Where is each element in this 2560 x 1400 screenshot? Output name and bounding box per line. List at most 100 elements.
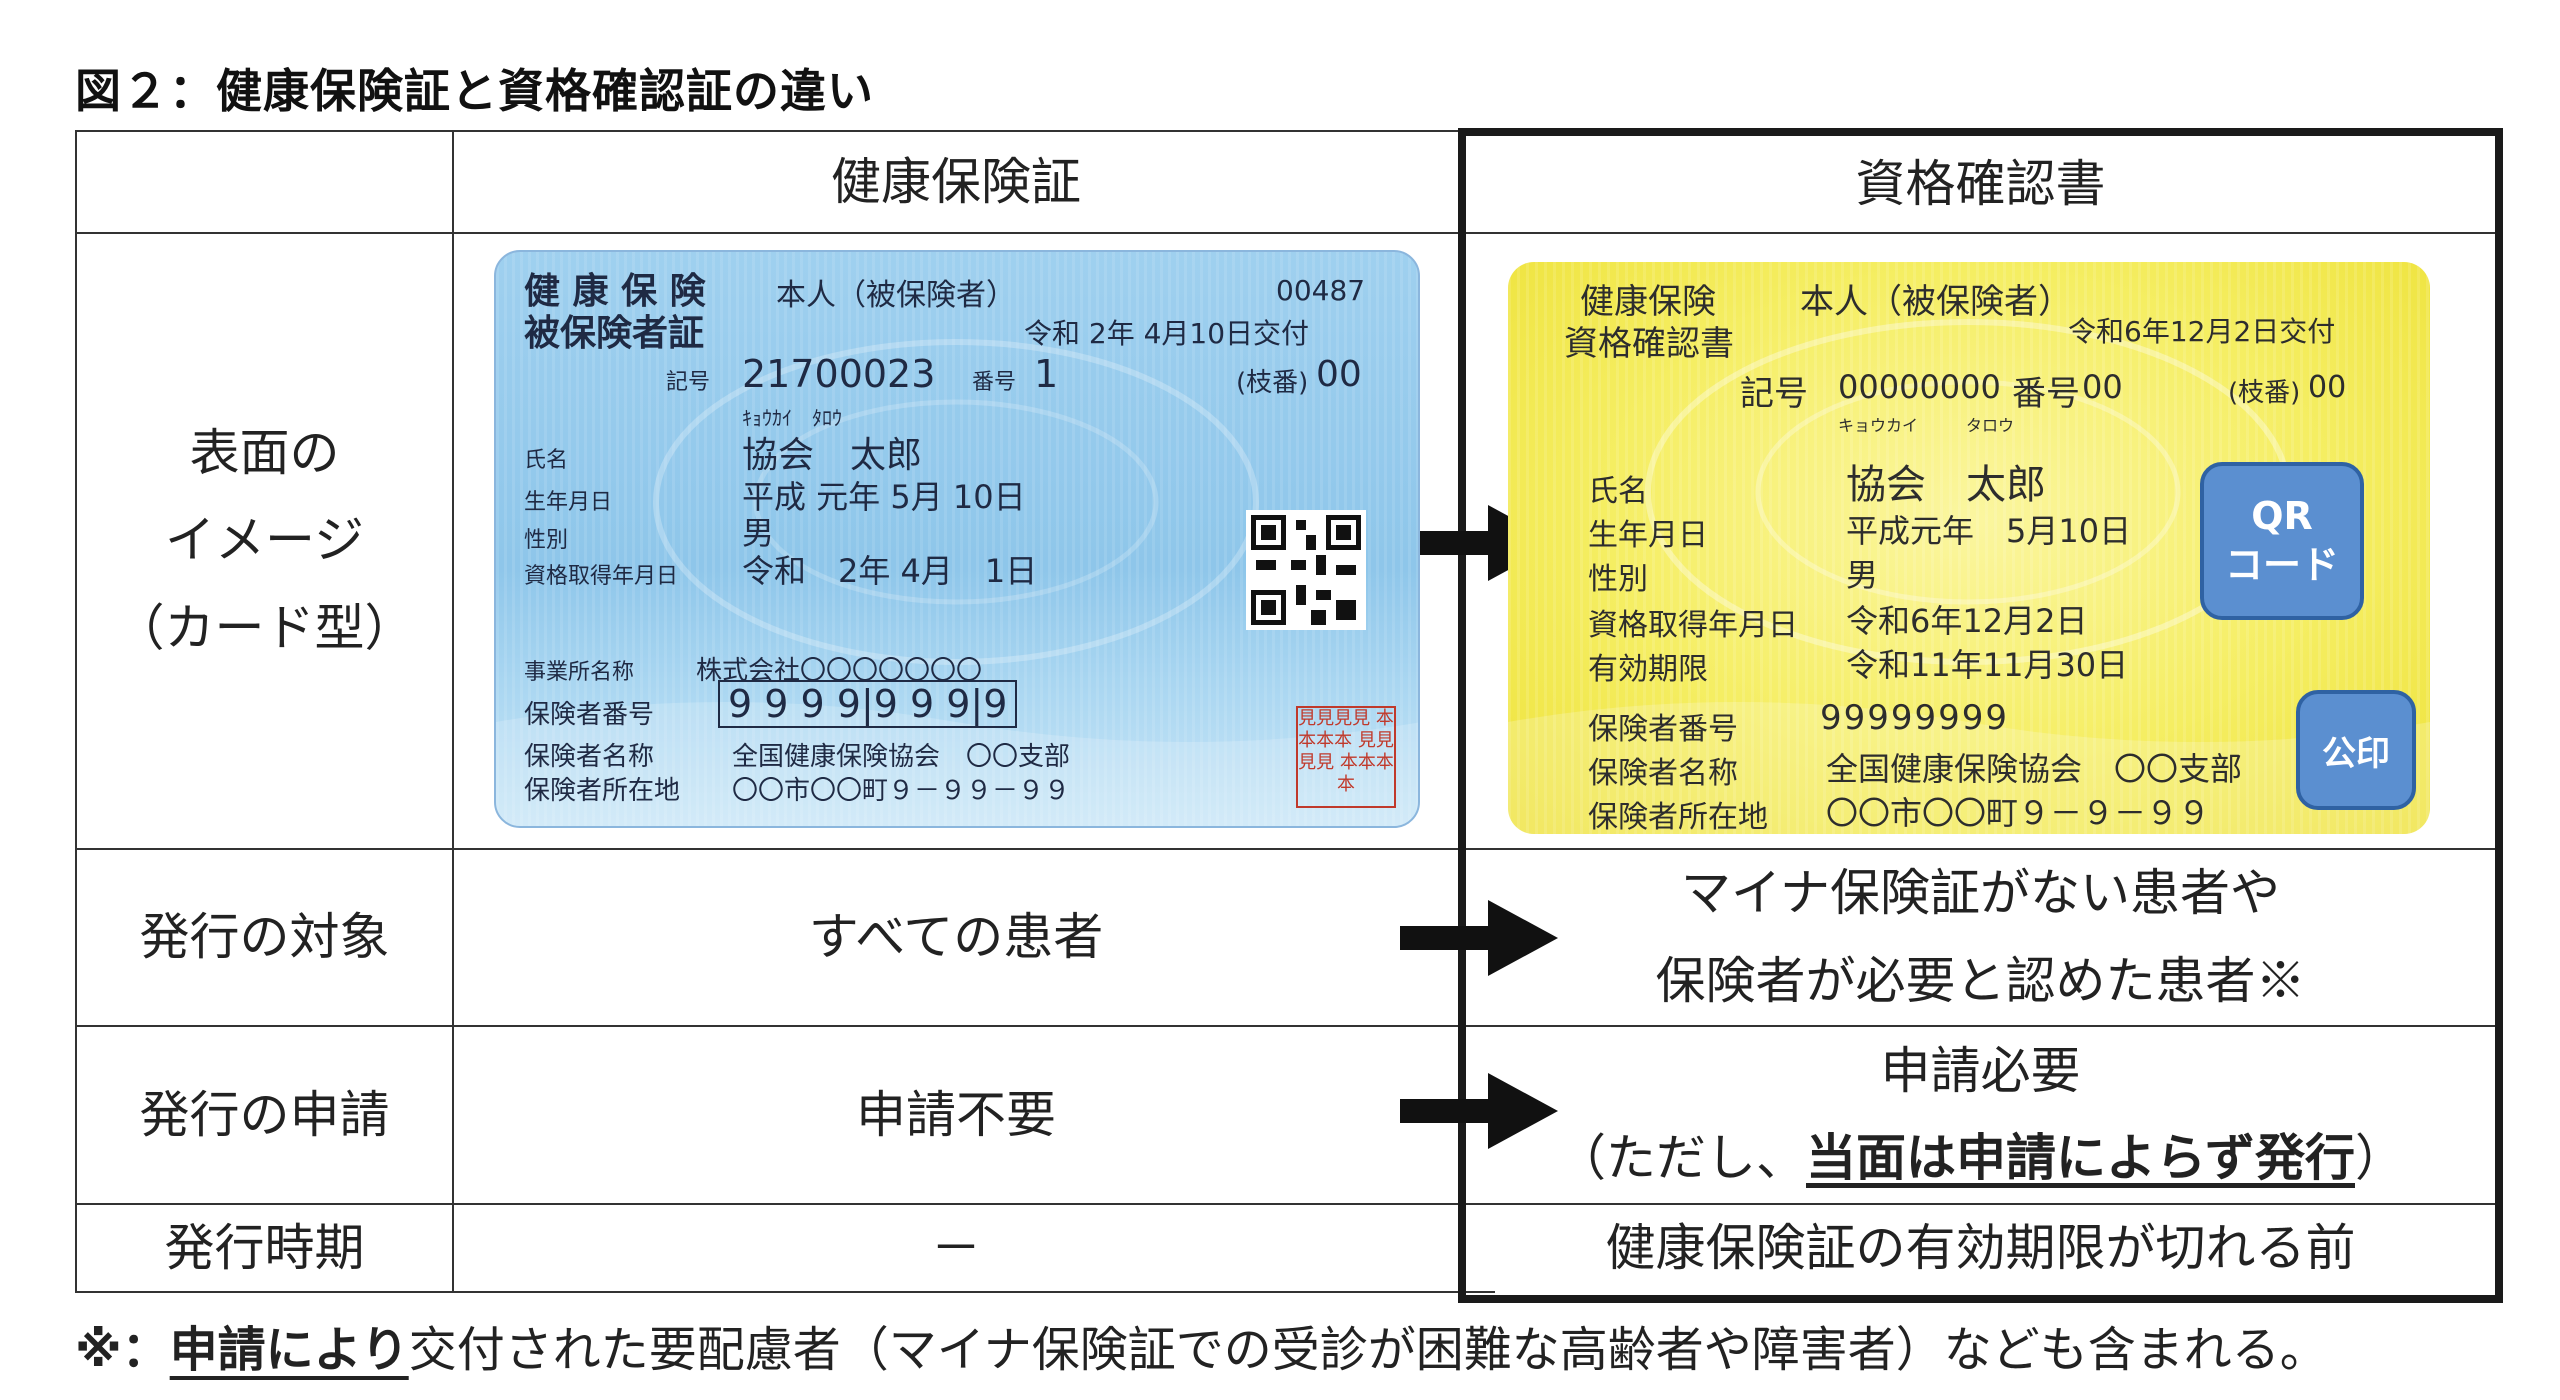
yellow-card-name: 協会 太郎 [1846, 462, 2046, 508]
blue-card-insurer-no: 9 9 9 9|9 9 9|9 [718, 680, 1018, 728]
row-label-application: 発行の申請 [139, 1085, 390, 1144]
column-divider [452, 130, 454, 1293]
blue-card-insurer-addr: 〇〇市〇〇町９－９９－９９ [732, 776, 1071, 806]
blue-card-seal: 見見見見 本本本本 見見見見 本本本本 [1296, 706, 1396, 808]
yellow-card-name-label: 氏名 [1588, 474, 1648, 509]
yellow-card-issued: 令和6年12月2日交付 [2068, 315, 2336, 348]
qr-code-icon [1246, 510, 1366, 630]
card-watermark-icon [496, 339, 1418, 826]
arrow-right-icon [1400, 900, 1558, 976]
footnote-bold: 申請により [169, 1322, 409, 1378]
qualification-target-line2: 保険者が必要と認めた患者※ [1655, 951, 2306, 1010]
row-label-image-line2: イメージ [165, 511, 364, 570]
yellow-card-sex-label: 性別 [1588, 562, 1648, 597]
yellow-card-bango-label: 番号 [2012, 374, 2080, 414]
blue-card-issued: 令和 2年 4月10日交付 [1024, 317, 1310, 350]
qualification-target: マイナ保険証がない患者や 保険者が必要と認めた患者※ [1466, 850, 2495, 1025]
yellow-card-insurer-addr-label: 保険者所在地 [1588, 800, 1768, 834]
yellow-card-kana: キョウカイ タロウ [1838, 416, 2015, 435]
table-border-bottom [75, 1291, 1495, 1293]
blue-card-insurer-addr-label: 保険者所在地 [524, 776, 681, 806]
blue-card-birth-label: 生年月日 [524, 490, 613, 515]
row-label-image-line1: 表面の [189, 423, 340, 482]
row-divider-application [75, 1203, 2495, 1205]
row-divider-target [75, 1025, 2495, 1027]
yellow-card-bango: 00 [2082, 368, 2123, 406]
qualification-application: 申請必要 （ただし、当面は申請によらず発行） [1466, 1027, 2495, 1203]
header-insurance-card: 健康保険証 [831, 152, 1081, 211]
blue-card-number: 00487 [1276, 274, 1366, 307]
blue-card-acq: 令和 2年 4月 1日 [742, 552, 1038, 590]
yellow-card-insurer-name: 全国健康保険協会 〇〇支部 [1826, 750, 2243, 788]
table-border-top [75, 130, 1495, 132]
yellow-card-edaban: 00 [2308, 370, 2347, 405]
qr-badge-line2: コード [2224, 543, 2339, 587]
blue-card-name: 協会 太郎 [742, 435, 923, 476]
blue-card-insurer-name: 全国健康保険協会 〇〇支部 [732, 742, 1071, 772]
insurance-target: すべての患者 [808, 908, 1104, 966]
yellow-card-kigo: 00000000 [1838, 368, 2001, 406]
qualification-application-pre: （ただし、 [1556, 1129, 1806, 1187]
row-label-image-line3: （カード型） [114, 598, 415, 657]
blue-card-bango-label: 番号 [972, 370, 1017, 395]
insurance-application: 申請不要 [856, 1085, 1056, 1144]
blue-card-edaban: 00 [1316, 354, 1362, 395]
blue-card-office-label: 事業所名称 [524, 660, 635, 685]
qr-code-badge: QR コード [2200, 462, 2364, 620]
footnote: ※：申請により交付された要配慮者（マイナ保険証での受診が困難な高齢者や障害者）な… [75, 1310, 2328, 1380]
insurance-card-image: 健 康 保 険 被保険者証 本人（被保険者） 00487 令和 2年 4月10日… [494, 250, 1420, 828]
blue-card-title2: 被保険者証 [524, 313, 705, 354]
qualification-card-image: 健康保険 資格確認書 本人（被保険者） 令和6年12月2日交付 記号 00000… [1508, 262, 2430, 834]
qualification-target-line1: マイナ保険証がない患者や [1681, 864, 2280, 922]
yellow-card-insurer-no: 99999999 [1820, 698, 2010, 738]
yellow-card-birth-label: 生年月日 [1588, 518, 1708, 553]
blue-card-sex: 男 [742, 514, 775, 552]
official-seal-badge: 公印 [2296, 690, 2416, 810]
qualification-application-post: ） [2355, 1129, 2405, 1187]
yellow-card-title2: 資格確認書 [1564, 324, 1734, 364]
qualification-application-line2: （ただし、当面は申請によらず発行） [1556, 1115, 2405, 1203]
yellow-card-holder: 本人（被保険者） [1800, 282, 2072, 322]
yellow-card-insurer-addr: 〇〇市〇〇町９－９－９９ [1826, 794, 2211, 832]
yellow-card-acq: 令和6年12月2日 [1846, 602, 2088, 640]
qr-badge-line1: QR [2251, 493, 2313, 538]
blue-card-kigo: 21700023 [742, 352, 936, 396]
blue-card-title1: 健 康 保 険 [524, 271, 706, 312]
row-label-timing: 発行時期 [164, 1218, 365, 1277]
yellow-card-valid-label: 有効期限 [1588, 652, 1708, 687]
yellow-card-insurer-no-label: 保険者番号 [1588, 712, 1738, 747]
blue-card-sex-label: 性別 [524, 528, 569, 553]
yellow-card-birth: 平成元年 5月10日 [1846, 512, 2132, 550]
blue-card-holder: 本人（被保険者） [776, 278, 1016, 313]
yellow-card-sex: 男 [1846, 556, 1879, 594]
footnote-rest: 交付された要配慮者（マイナ保険証での受診が困難な高齢者や障害者）なども含まれる。 [408, 1322, 2328, 1378]
figure-title: 図２：健康保険証と資格確認証の違い [75, 64, 874, 118]
yellow-card-title1: 健康保険 [1580, 282, 1716, 322]
qualification-application-line1: 申請必要 [1880, 1041, 2081, 1100]
blue-card-birth: 平成 元年 5月 10日 [742, 478, 1026, 516]
header-qualification: 資格確認書 [1855, 154, 2106, 213]
yellow-card-edaban-label: (枝番) [2228, 378, 2301, 408]
yellow-card-kigo-label: 記号 [1740, 374, 1808, 414]
blue-card-insurer-name-label: 保険者名称 [524, 742, 655, 772]
qualification-timing: 健康保険証の有効期限が切れる前 [1605, 1218, 2356, 1277]
yellow-card-insurer-name-label: 保険者名称 [1588, 756, 1738, 791]
blue-card-name-label: 氏名 [524, 448, 569, 473]
row-label-image: 表面の イメージ （カード型） [77, 234, 452, 848]
blue-card-insurer-no-label: 保険者番号 [524, 700, 655, 730]
insurance-timing: － [931, 1218, 981, 1277]
row-divider-image [75, 848, 2495, 850]
blue-card-kigo-label: 記号 [666, 370, 711, 395]
yellow-card-valid: 令和11年11月30日 [1846, 646, 2129, 684]
blue-card-edaban-label: (枝番) [1236, 368, 1309, 398]
blue-card-acq-label: 資格取得年月日 [524, 564, 679, 589]
table-border-left [75, 130, 77, 1293]
blue-card-bango: 1 [1034, 352, 1059, 396]
footnote-prefix: ※： [75, 1322, 170, 1378]
arrow-right-icon [1400, 1073, 1558, 1149]
blue-card-kana: ｷｮｳｶｲ ﾀﾛｳ [742, 406, 842, 430]
qualification-application-bold: 当面は申請によらず発行 [1806, 1129, 2355, 1187]
yellow-card-acq-label: 資格取得年月日 [1588, 608, 1798, 643]
row-label-target: 発行の対象 [139, 908, 390, 966]
row-divider-header [75, 232, 2495, 234]
